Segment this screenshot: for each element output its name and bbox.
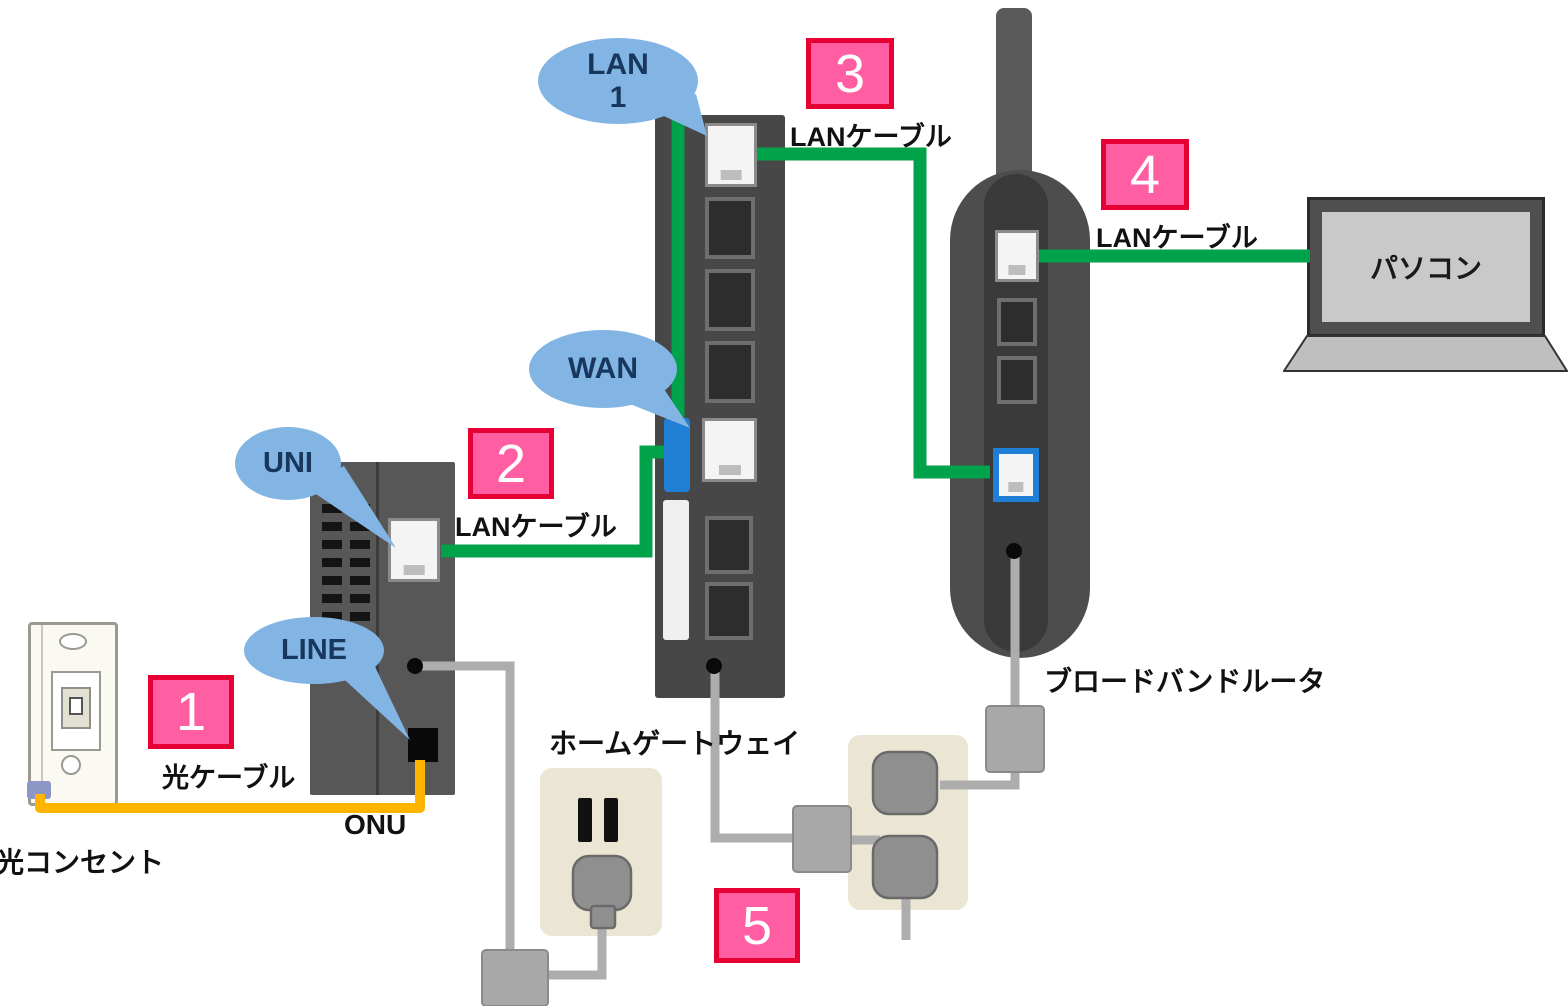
broadband-router-device [950,170,1090,658]
router-port-2 [997,298,1037,346]
phone-port-2 [705,582,753,640]
wan-port [702,418,757,482]
optical-cable-connector [27,781,51,799]
optical-cable-label: 光ケーブル [162,763,296,793]
router-antenna [996,8,1032,178]
lan-cable-label-3: LANケーブル [790,122,952,152]
lan4-port [705,341,755,403]
lan1-callout-text: LAN [587,48,649,81]
wan-callout: WAN [529,330,677,408]
pc-label: パソコン [1369,253,1482,284]
pc-screen-frame: パソコン [1307,197,1545,337]
uni-callout-text: UNI [263,447,313,479]
lan1-port [705,123,757,187]
lan-cable-label-2: LANケーブル [455,512,617,542]
optical-jack-socket [61,687,91,729]
outlet-slot-icon [578,798,592,842]
uni-callout: UNI [235,427,341,500]
onu-vents [322,504,370,630]
lan2-port [705,197,755,259]
line-port [408,728,438,762]
gateway-slot [663,500,689,640]
home-gateway-device [655,115,785,698]
line-callout: LINE [244,617,384,684]
power-adapter [481,949,549,1006]
lan3-port [705,269,755,331]
pc-screen: パソコン [1322,212,1530,322]
onu-divider [376,462,379,795]
power-adapter [985,705,1045,773]
pc-keyboard-base [1283,335,1568,372]
power-outlet-single [540,768,662,936]
onu-label: ONU [344,809,407,840]
step-2-badge: 2 [468,428,554,499]
broadband-router-label: ブロードバンドルータ [1044,666,1326,697]
step-5-badge: 5 [714,888,800,963]
uni-port [388,518,440,582]
optical-outlet-label: 光コンセント [0,847,165,878]
phone-port-1 [705,516,753,574]
outlet-screw-icon [59,633,87,650]
outlet-screw-icon [61,755,81,775]
outlet-slot-icon [604,798,618,842]
lan1-callout: LAN 1 [538,38,698,124]
optical-jack [51,671,101,751]
home-gateway-label: ホームゲートウェイ [549,728,801,759]
lan1-callout-text: 1 [609,81,627,114]
power-adapter [792,805,852,873]
step-3-badge: 3 [806,38,894,109]
pc-laptop: パソコン [1283,197,1568,375]
router-wan-port [993,448,1039,502]
outlet-divider [41,625,43,803]
wan-callout-text: WAN [568,352,638,385]
lan-cable-label-4: LANケーブル [1096,223,1258,253]
step-1-badge: 1 [148,675,234,749]
optical-wall-outlet [27,622,118,806]
step-4-badge: 4 [1101,139,1189,210]
router-port-3 [997,356,1037,404]
power-outlet-double [848,735,968,910]
router-lan-port [995,230,1039,282]
line-callout-text: LINE [280,634,348,666]
